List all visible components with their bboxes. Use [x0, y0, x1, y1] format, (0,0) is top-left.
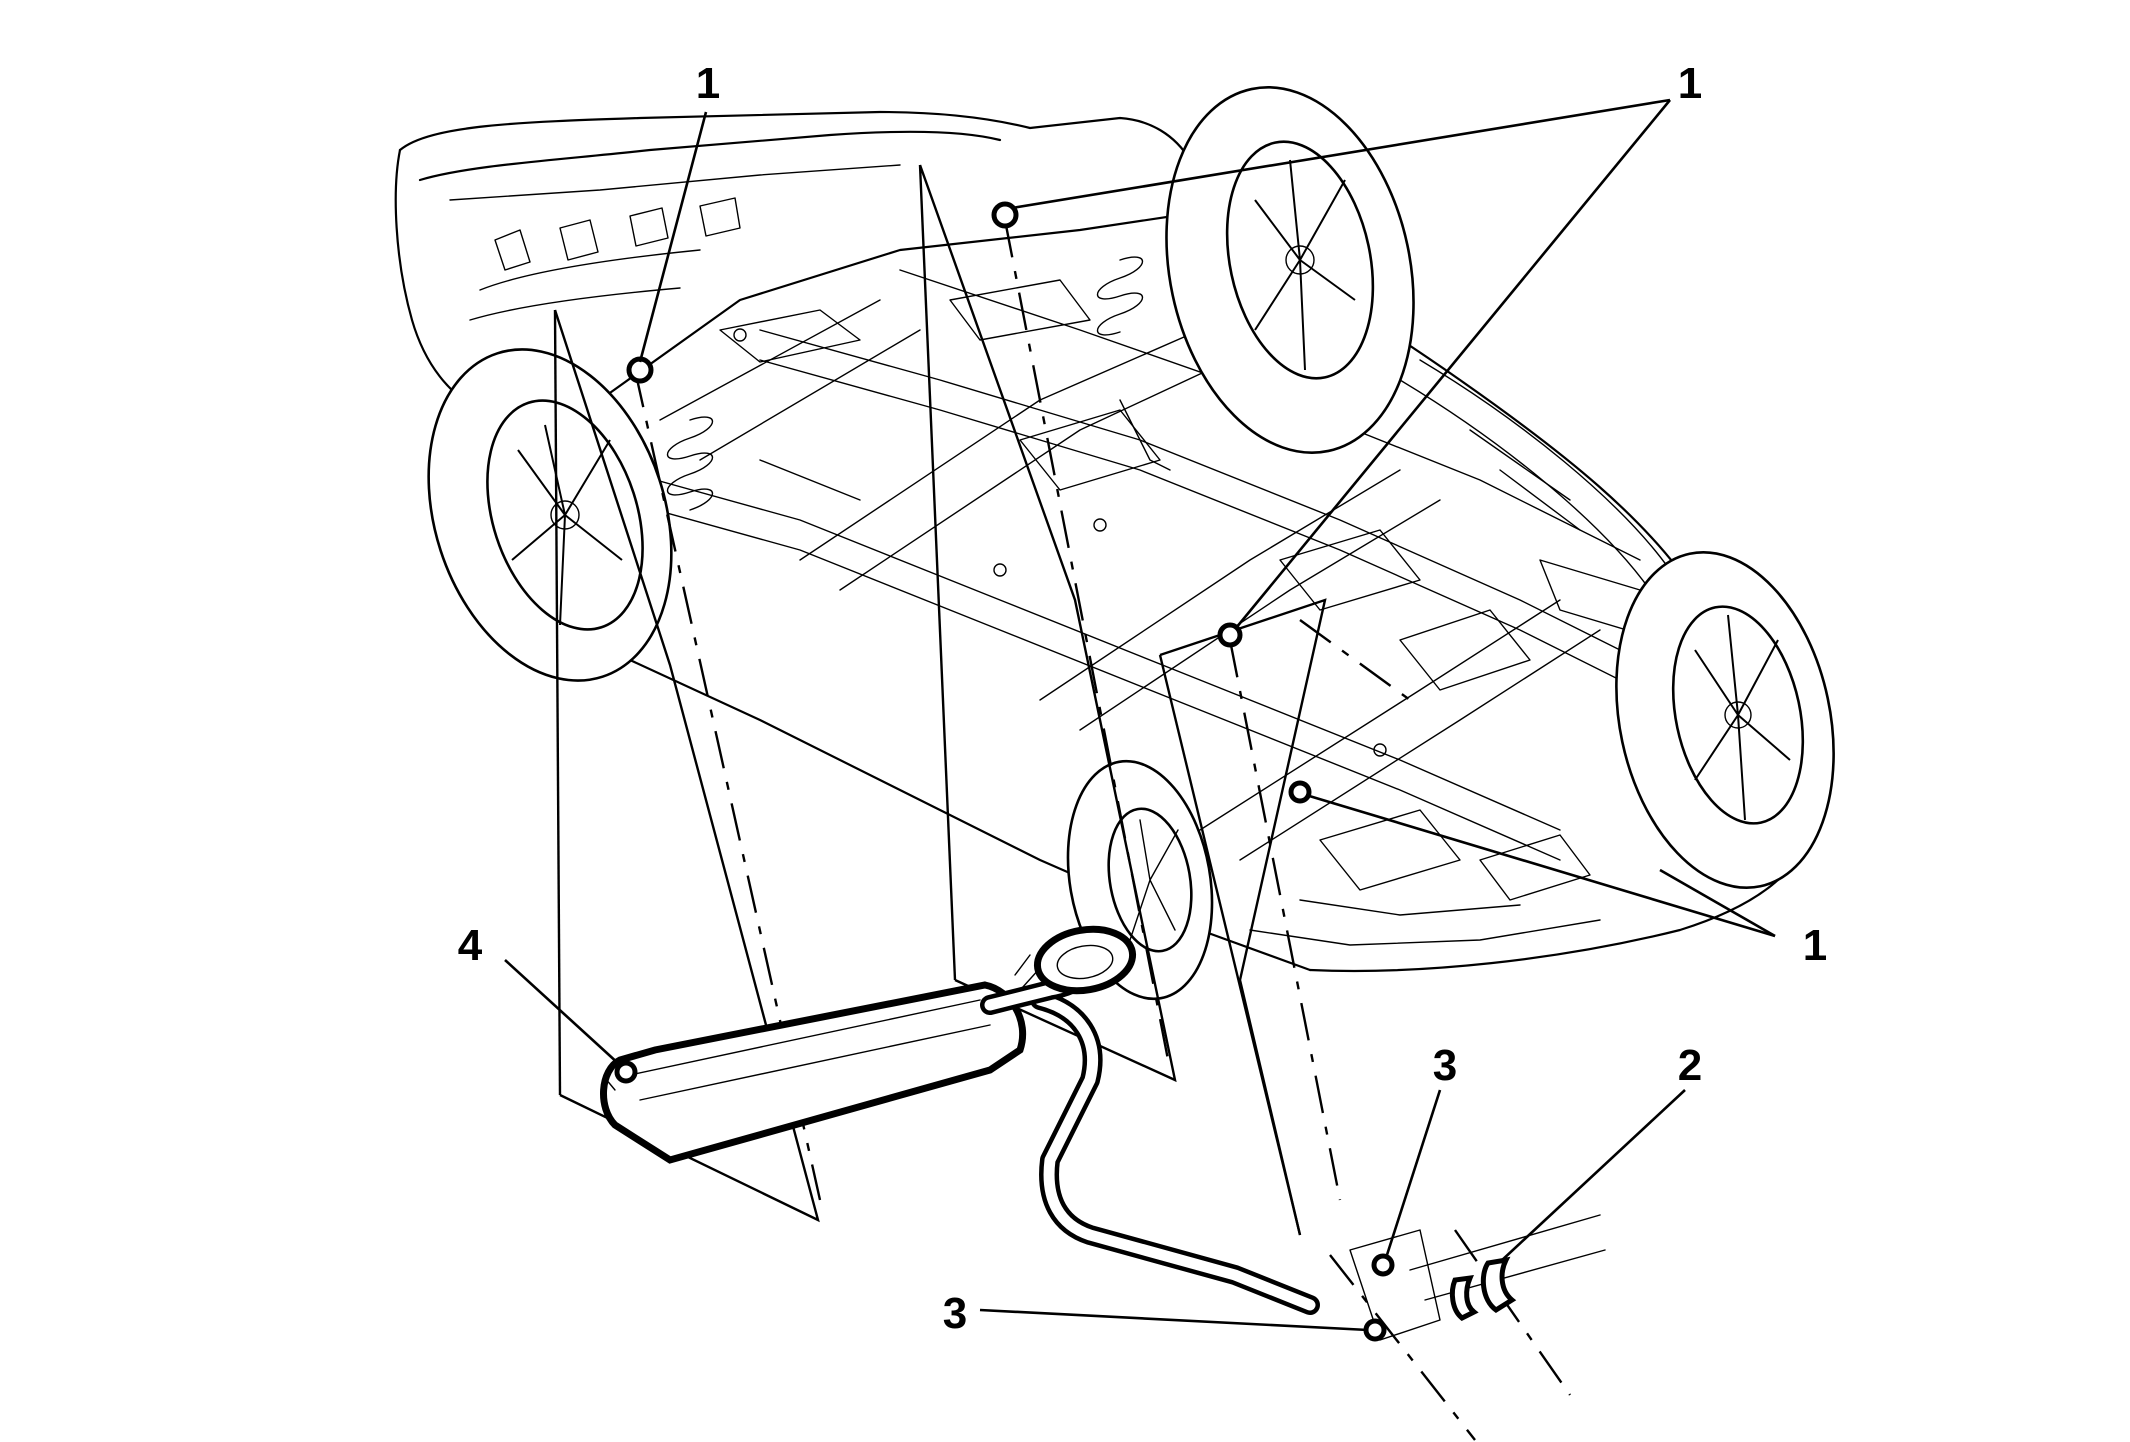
callout-4-muffler: 4	[458, 921, 483, 970]
rear-left-wheel	[427, 348, 673, 682]
front-right-wheel	[1615, 550, 1835, 890]
callout-1-left: 1	[696, 59, 720, 108]
callout-1-top-right: 1	[1678, 59, 1702, 108]
rear-right-wheel	[1165, 86, 1415, 454]
front-pipe-and-clamp	[1349, 1214, 1606, 1341]
callout-3-lower: 3	[943, 1289, 967, 1338]
callout-3-upper: 3	[1433, 1041, 1457, 1090]
callout-1-bottom-right: 1	[1803, 921, 1827, 970]
projection-centerlines	[633, 219, 1571, 1441]
hanger-isolators	[626, 201, 1395, 1342]
callout-2-clamp: 2	[1678, 1041, 1702, 1090]
callout-leaders	[504, 98, 1776, 1332]
callout-labels: 1 1 1 4 3 2 3	[458, 59, 1827, 1338]
exhaust-muffler-assembly	[600, 925, 1320, 1315]
